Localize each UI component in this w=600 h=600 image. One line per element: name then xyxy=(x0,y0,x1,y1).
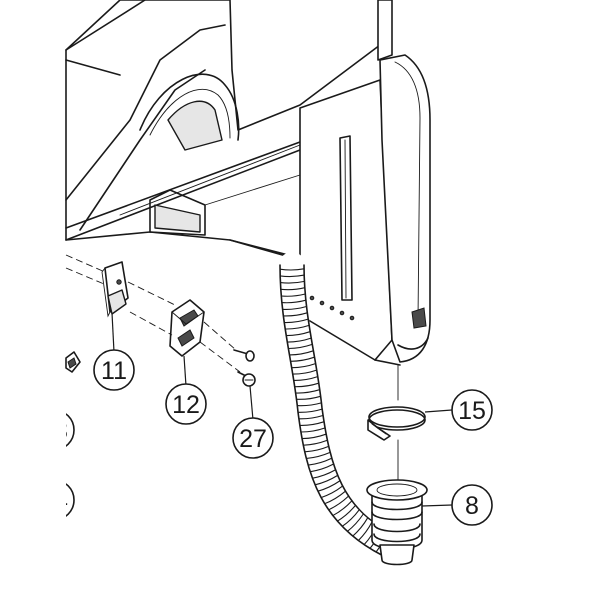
small-fastener-part xyxy=(65,351,81,373)
hose-rib xyxy=(317,480,340,492)
hose-rib xyxy=(280,287,305,291)
callout-15: 15 xyxy=(424,389,493,431)
hose-rib xyxy=(336,505,356,522)
hose-rib xyxy=(303,439,328,446)
corrugated-drain-hose xyxy=(279,252,408,561)
hose-rib xyxy=(295,389,320,394)
assembly-guide-lines xyxy=(65,254,399,481)
hose-rib xyxy=(299,414,324,420)
hose-rib xyxy=(294,382,319,388)
hose-ribs xyxy=(279,268,394,556)
hose-rib xyxy=(281,299,306,304)
part-27-screws xyxy=(233,349,256,387)
hose-rib xyxy=(282,305,307,310)
hose-rib xyxy=(280,280,305,284)
hose-rib xyxy=(292,369,317,375)
vertical-handle-column xyxy=(377,0,431,363)
hose-rib xyxy=(302,433,327,440)
hose-rib xyxy=(341,509,360,528)
hose-rib xyxy=(293,376,318,381)
hose-rib xyxy=(352,517,369,537)
hose-rib xyxy=(286,331,311,337)
callout-27: 27 xyxy=(232,385,274,459)
hose-rib xyxy=(281,293,306,297)
callout-8: 8 xyxy=(421,484,493,526)
left-crop-mask xyxy=(0,380,66,540)
hose-rib xyxy=(284,318,309,324)
hose-rib xyxy=(296,395,321,400)
part-11-bracket xyxy=(101,261,129,318)
hose-rib xyxy=(290,356,315,362)
hose-rib xyxy=(301,427,325,433)
part-8-hose-connector xyxy=(366,479,428,566)
part-12-clip xyxy=(169,299,205,357)
hose-rib xyxy=(287,337,312,343)
hose-rib xyxy=(312,469,336,479)
hose-rib xyxy=(310,463,334,473)
callout-11: 11 xyxy=(93,312,135,391)
hose-rib xyxy=(279,268,305,271)
callout-11-label: 11 xyxy=(101,357,127,385)
callout-27-label: 27 xyxy=(239,425,267,453)
hose-rib xyxy=(283,312,308,317)
callout-12: 12 xyxy=(165,355,207,425)
callout-15-label: 15 xyxy=(458,397,486,425)
hose-rib xyxy=(291,363,316,369)
hose-rib xyxy=(314,475,338,486)
hose-rib xyxy=(288,343,313,350)
part-15-hose-clamp xyxy=(367,406,426,441)
hose-rib xyxy=(324,490,346,505)
hose-rib xyxy=(328,496,349,511)
hose-rib xyxy=(308,457,332,466)
callout-8-label: 8 xyxy=(465,492,479,520)
hose-rib xyxy=(298,408,323,413)
hose-rib xyxy=(289,350,314,356)
hose-rib xyxy=(285,324,310,330)
hose-rib xyxy=(332,500,353,517)
hose-rib xyxy=(304,445,329,453)
hose-rib xyxy=(280,274,305,278)
hose-rib xyxy=(300,421,324,426)
callout-12-label: 12 xyxy=(172,391,200,419)
hose-rib xyxy=(346,513,364,533)
hose-rib xyxy=(320,485,343,499)
hose-rib xyxy=(297,402,322,407)
hose-rib xyxy=(306,451,331,459)
